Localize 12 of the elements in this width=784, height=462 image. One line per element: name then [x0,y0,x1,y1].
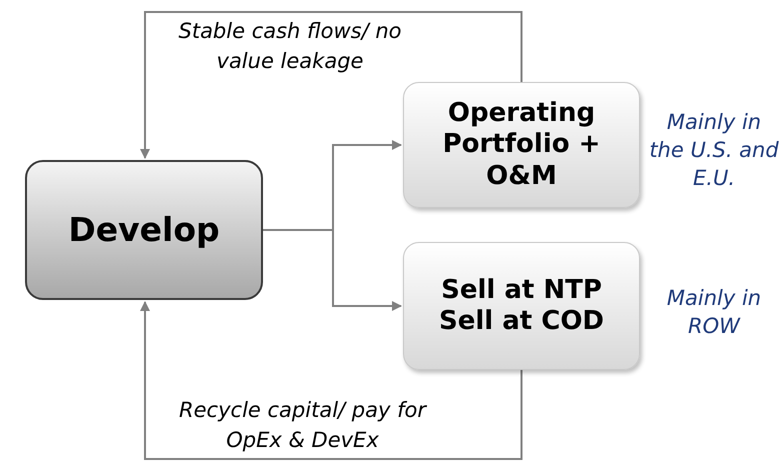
arrow [263,229,402,311]
box-text: Sell at NTP [441,274,602,306]
region-note: Mainly in the U.S. and E.U. [648,109,780,192]
arrow [140,11,522,159]
box-text: Develop [68,210,220,250]
region-note: Mainly in ROW [666,285,762,340]
process-box [403,82,640,208]
arrow [140,301,522,460]
box-text: Operating Portfolio + O&M [442,98,602,192]
box-text: Sell at COD [438,306,604,338]
process-box [25,160,263,300]
process-box [403,242,640,370]
